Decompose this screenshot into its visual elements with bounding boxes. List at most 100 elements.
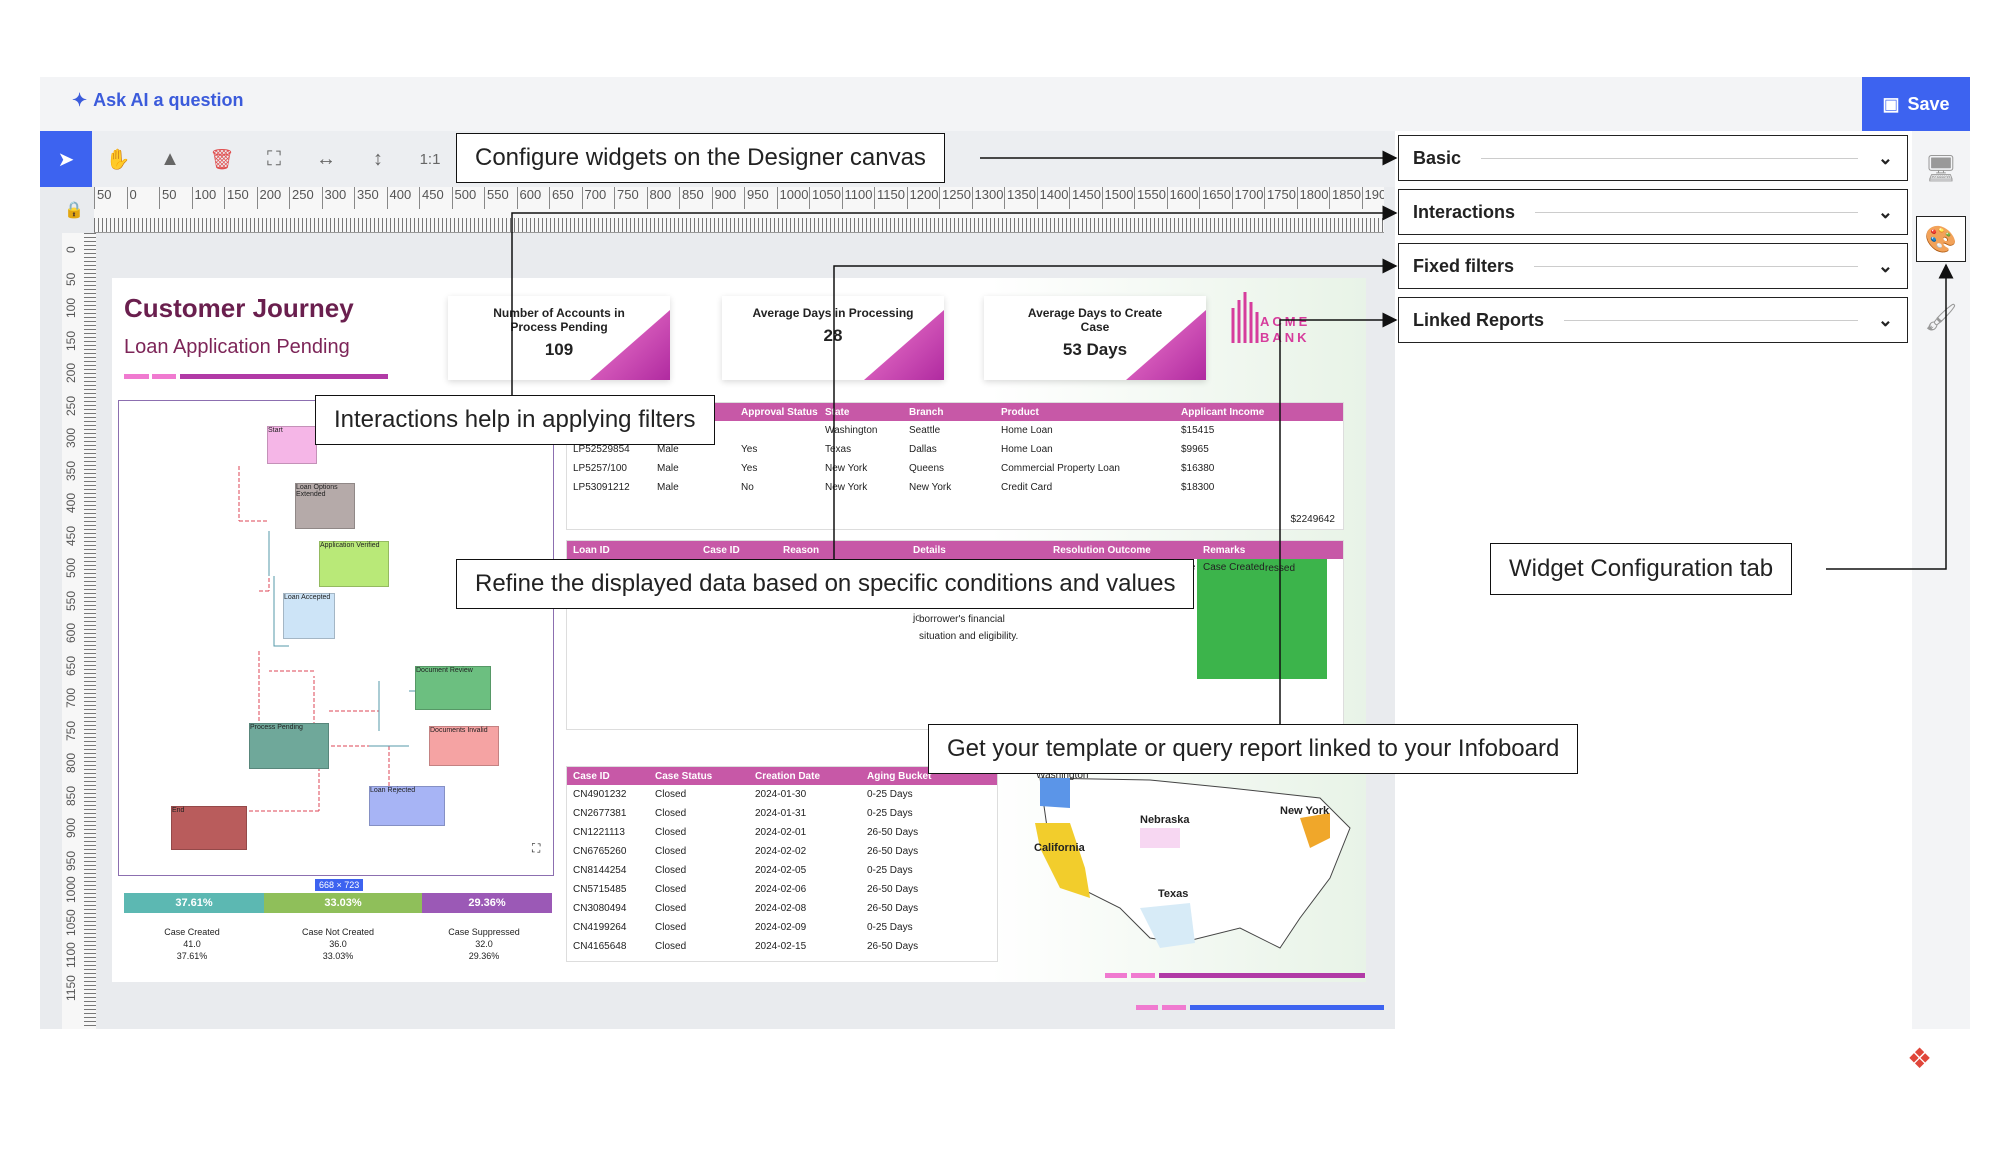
save-button[interactable]: ▣ Save [1862,77,1970,131]
callout-filters: Refine the displayed data based on speci… [456,559,1195,609]
table-cell: 2024-02-08 [755,903,807,914]
ruler-tick: 50 [64,272,78,286]
column-header[interactable]: Case Status [655,770,713,782]
column-header[interactable]: Remarks [1203,544,1246,556]
diagram-node[interactable]: Process Pending [249,723,329,769]
column-header[interactable]: Case ID [573,770,610,782]
progress-case-not-created[interactable]: 33.03% [264,893,422,913]
node-label: Application Verified [320,542,380,549]
diagram-node[interactable]: Loan Accepted [283,593,335,639]
table-cell: Yes [741,463,758,474]
diagram-node[interactable]: Loan Options Extended [295,483,355,529]
ruler-tick: 600 [64,622,78,643]
horizontal-scrollbar[interactable] [1136,1005,1384,1010]
kpi-label: Number of Accounts in Process Pending [493,306,625,334]
hand-tool-icon[interactable]: ✋ [105,148,131,171]
ruler-tick: 500 [64,557,78,578]
table-cell: LP5257/100 [573,463,627,474]
kpi-card-processing[interactable]: Average Days in Processing 28 [722,296,944,380]
diagram-node[interactable]: Documents Invalid [429,726,499,766]
fit-screen-icon[interactable]: ⛶ [267,147,281,170]
ruler-tick: 450 [419,187,444,209]
ask-ai-button[interactable]: ✦ Ask AI a question [72,90,243,111]
section-label: Linked Reports [1413,309,1545,330]
ruler-tick: 1750 [1264,187,1296,209]
table-cell: 2024-02-15 [755,941,807,952]
table-cell: Closed [655,789,687,800]
column-header[interactable]: Reason [783,544,820,556]
diagram-node[interactable]: Document Review [415,666,491,710]
column-header[interactable]: Details [913,544,946,556]
table-cell: Closed [655,865,687,876]
expand-icon[interactable]: ⛶ [532,841,541,855]
fit-width-icon[interactable]: ↔ [316,147,336,170]
column-header[interactable]: Approval Status [741,406,818,418]
diagram-node[interactable]: Loan Rejected [369,786,445,826]
ruler-tick: 1550 [1134,187,1166,209]
stat-name: Case Created [164,927,220,937]
table-cell: 2024-02-02 [755,846,807,857]
column-header[interactable]: Loan ID [573,544,610,556]
table-cell: Seattle [909,425,941,436]
table-cell: 26-50 Days [867,903,919,914]
lock-icon[interactable]: 🔒 [64,202,84,219]
section-basic[interactable]: Basic⌄ [1398,135,1908,181]
section-interactions[interactable]: Interactions⌄ [1398,189,1908,235]
fit-height-icon[interactable]: ↕ [373,147,383,170]
map-label: California [1034,842,1085,854]
ruler-tick: 550 [64,590,78,611]
progress-case-created[interactable]: 37.61% [124,893,264,913]
kpi-card-create-case[interactable]: Average Days to Create Case 53 Days [984,296,1206,380]
customer-journey-diagram[interactable]: Start Loan Options Extended Application … [118,400,554,876]
column-header[interactable]: Resolution Outcome [1053,544,1151,556]
map-label: Washington [1036,770,1089,781]
callout-designer: Configure widgets on the Designer canvas [456,133,945,183]
style-settings-icon[interactable]: 🖌 [1924,301,1958,332]
diagram-node[interactable]: End [171,806,247,850]
column-header[interactable]: Aging Bucket [867,770,932,782]
case-status-table[interactable]: Case ID Case Status Creation Date Aging Buc… [566,766,998,962]
kpi-card-pending[interactable]: Number of Accounts in Process Pending 10… [448,296,670,380]
ruler-tick: 400 [386,187,411,209]
ruler-tick: 1000 [776,187,808,209]
table-cell: New York [825,482,868,493]
table-header: Loan ID Case ID Reason Details Resolution Ou… [567,541,1343,559]
sparkle-icon: ✦ [72,90,88,110]
ruler-tick: 800 [64,752,78,773]
column-header[interactable]: Applicant Income [1181,406,1265,418]
delete-icon[interactable]: 🗑 [209,148,235,171]
section-linked-reports[interactable]: Linked Reports⌄ [1398,297,1908,343]
diagram-node[interactable]: Start [267,426,317,464]
logo-mark-icon [1231,292,1259,343]
table-cell: Closed [655,808,687,819]
select-tool-icon[interactable]: ➤ [40,131,92,187]
shapes-tool-icon[interactable]: ▲ [160,147,180,170]
column-header[interactable]: Case ID [703,544,740,556]
data-settings-icon[interactable]: 🖥 [1924,152,1958,183]
progress-case-suppressed[interactable]: 29.36% [422,893,552,913]
us-map[interactable]: Washington Nebraska New York California … [1030,768,1360,953]
ruler-tick: 600 [516,187,541,209]
ruler-tick: 400 [64,492,78,513]
widget-configuration-tab-icon[interactable]: 🎨 [1916,216,1966,262]
column-header[interactable]: Product [1001,406,1039,418]
diagram-node[interactable]: Application Verified [319,541,389,587]
ruler-tick: 1100 [64,942,78,968]
column-header[interactable]: Branch [909,406,944,418]
actual-size-icon[interactable]: 1:1 [419,150,441,168]
column-header[interactable]: State [825,406,850,418]
section-fixed-filters[interactable]: Fixed filters⌄ [1398,243,1908,289]
column-header[interactable]: Creation Date [755,770,821,782]
